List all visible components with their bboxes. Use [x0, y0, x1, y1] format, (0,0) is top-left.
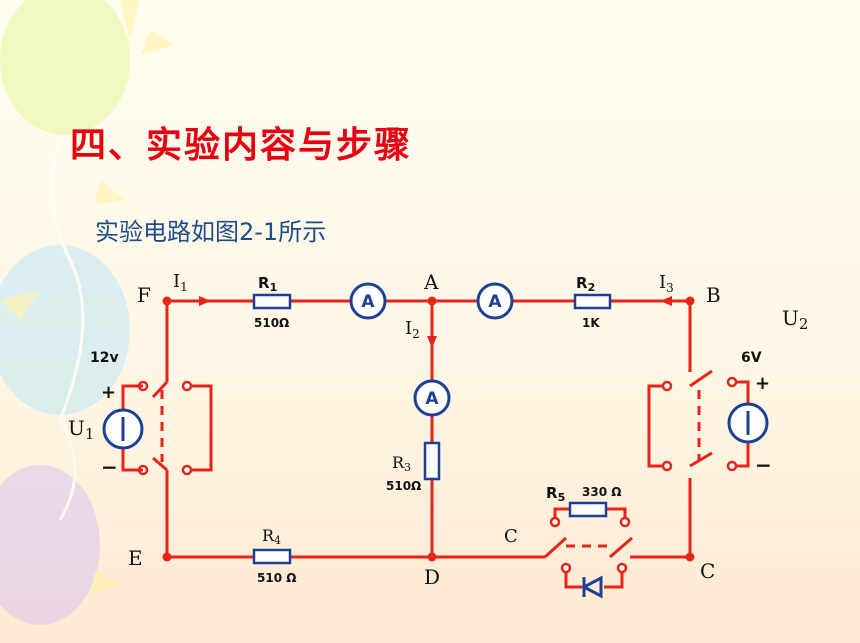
resistor-value-r5: 330 Ω: [582, 485, 621, 499]
polarity-minus-u1: −: [101, 455, 118, 479]
switch-blade-c-right: [609, 536, 633, 559]
resistor-label-r3: R3: [392, 453, 411, 474]
ammeter-label: A: [361, 292, 375, 312]
source-label-u1: U1: [68, 416, 94, 443]
node-label-f: F: [137, 283, 151, 307]
wire-r5-loop: [606, 507, 627, 518]
resistor-label-r4: R4: [262, 526, 281, 547]
node-label-c-mid: C: [504, 526, 518, 547]
node-dot-b: [685, 296, 695, 306]
slide-title: 四、实验内容与步骤: [70, 125, 413, 166]
balloon-string: [58, 419, 77, 521]
node-label-a: A: [423, 270, 439, 294]
wire-short-loop-right: [647, 384, 663, 468]
resistor-r5: [568, 501, 608, 518]
switch-contact: [726, 460, 738, 472]
ammeter-label: A: [488, 292, 502, 312]
switch-contact: [549, 516, 561, 528]
polarity-plus-u1: +: [101, 382, 116, 403]
balloon-decoration: [0, 0, 130, 135]
current-label-i3: I3: [659, 272, 674, 295]
resistor-value-r1: 510Ω: [254, 316, 289, 330]
switch-contact: [619, 516, 631, 528]
polarity-minus-u2: −: [755, 453, 772, 477]
ray-decoration: [120, 0, 140, 40]
node-dot-a: [427, 296, 437, 306]
balloon-decoration: [0, 245, 130, 415]
source-value-u1: 12v: [90, 350, 119, 366]
resistor-r1: [252, 293, 292, 310]
switch-contact: [661, 460, 673, 472]
resistor-r3: [423, 441, 441, 481]
polarity-plus-u2: +: [755, 373, 770, 394]
resistor-r2: [573, 293, 612, 310]
switch-contact: [181, 380, 193, 392]
node-label-d: D: [424, 565, 440, 589]
switch-contact: [661, 380, 673, 392]
wire-diode-loop: [564, 572, 582, 589]
node-dot-e: [162, 552, 172, 562]
current-arrow-i2: [427, 336, 437, 348]
source-label-u2: U2: [782, 306, 808, 333]
resistor-label-r5: R5: [546, 484, 565, 504]
current-arrow-i1: [199, 296, 211, 306]
resistor-value-r3: 510Ω: [386, 479, 421, 493]
node-label-e: E: [128, 546, 143, 570]
ray-decoration: [95, 180, 125, 205]
ammeter-label: A: [425, 389, 439, 409]
current-label-i1: I1: [173, 271, 188, 294]
source-value-u2: 6V: [741, 350, 762, 366]
current-label-i2: I2: [405, 318, 420, 341]
resistor-value-r4: 510 Ω: [257, 571, 296, 585]
wire-r5-loop: [553, 507, 570, 518]
resistor-label-r2: R2: [576, 274, 595, 294]
slide-subtitle: 实验电路如图2-1所示: [95, 218, 327, 246]
ammeter-3: A: [413, 379, 451, 417]
switch-contact: [181, 464, 193, 476]
node-dot-d: [427, 552, 437, 562]
ray-decoration: [0, 290, 40, 320]
resistor-label-r1: R1: [258, 274, 277, 294]
switch-blade-right-bottom: [689, 451, 713, 468]
current-arrow-i3: [660, 296, 672, 306]
node-label-b: B: [706, 283, 721, 307]
switch-blade-right-top: [689, 369, 713, 388]
switch-contact: [726, 376, 738, 388]
ammeter-1: A: [349, 282, 387, 320]
wire-diode-loop: [604, 572, 624, 589]
switch-blade-left-top: [151, 380, 169, 399]
diode-symbol: [580, 575, 603, 599]
balloon-string: [50, 139, 85, 421]
resistor-r4: [252, 548, 292, 565]
switch-blade-c-left: [543, 536, 568, 559]
switch-contact: [616, 562, 628, 574]
ray-decoration: [90, 570, 120, 595]
balloon-decoration: [0, 465, 100, 625]
switch-contact: [560, 562, 572, 574]
node-dot-c: [685, 552, 695, 562]
switch-blade-left-bottom: [152, 456, 168, 472]
node-dot-f: [162, 296, 172, 306]
ray-decoration: [140, 30, 175, 55]
wire-short-loop-left: [191, 384, 213, 472]
ammeter-2: A: [476, 282, 514, 320]
node-label-c: C: [700, 559, 715, 583]
resistor-value-r2: 1K: [582, 316, 600, 330]
